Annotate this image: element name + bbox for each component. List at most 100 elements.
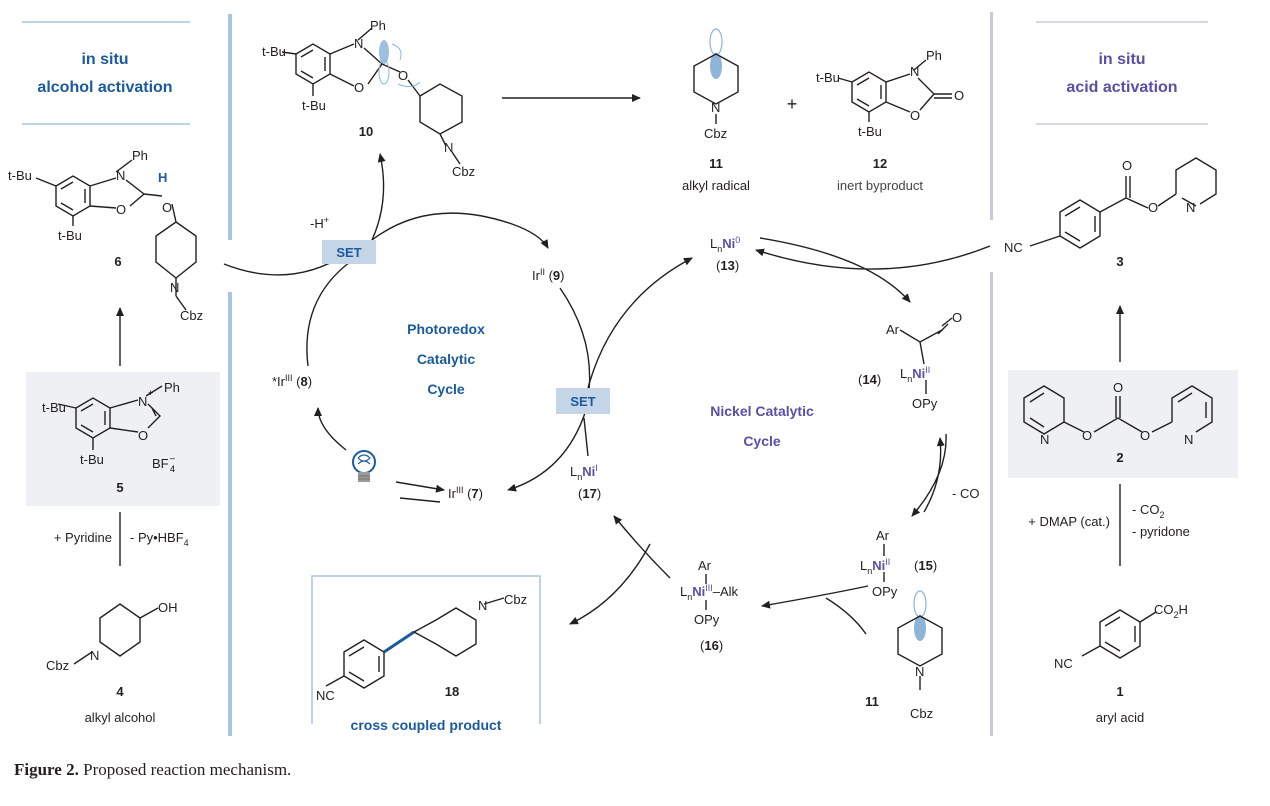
svg-text:Ar: Ar	[698, 558, 712, 573]
ni-complex-15: Ar LnNiII OPy	[860, 528, 898, 599]
set-box-1	[322, 240, 376, 264]
set-box-2	[556, 388, 610, 414]
arrow-set-to-ir9	[371, 212, 549, 249]
svg-text:N: N	[170, 280, 179, 295]
right-panel-title-line1: in situ	[1098, 51, 1145, 68]
arc-ir8-to-set	[306, 261, 351, 367]
compound-2: N O O O N	[1023, 380, 1213, 447]
svg-text:+: +	[148, 388, 153, 398]
compound-12-label: 12	[873, 156, 887, 171]
svg-text:N: N	[1184, 432, 1193, 447]
ni0-label: LnNi0	[710, 235, 740, 254]
compound-2-label: 2	[1116, 450, 1123, 465]
svg-text:Cbz: Cbz	[504, 592, 527, 607]
compound-3-label: 3	[1116, 254, 1123, 269]
ir7-label: IrIII (7)	[448, 485, 483, 501]
light-bulb-icon	[352, 450, 376, 482]
svg-text:O: O	[1082, 428, 1092, 443]
svg-text:t-Bu: t-Bu	[58, 228, 82, 243]
svg-text:O: O	[952, 310, 962, 325]
svg-text:BF: BF	[152, 456, 169, 471]
svg-text:O: O	[354, 80, 364, 95]
arrow-3-to-ni0	[755, 245, 991, 270]
figure-caption: Figure 2. Proposed reaction mechanism.	[14, 760, 291, 780]
compound-18-label: 18	[445, 684, 459, 699]
svg-text:N: N	[1040, 432, 1049, 447]
arrow-16-to-18	[569, 543, 651, 625]
photoredox-line1: Photoredox	[407, 321, 485, 337]
arrow-light-to-ir7	[395, 481, 445, 493]
arrow-set-to-10	[371, 153, 386, 241]
svg-text:Cbz: Cbz	[180, 308, 203, 323]
svg-text:4: 4	[170, 464, 175, 474]
compound-12: t-Bu t-Bu Ph N O O	[816, 48, 964, 139]
ir9-label: IrII (9)	[532, 267, 565, 283]
minus-co-label: - CO	[952, 486, 979, 501]
set-label-1: SET	[336, 245, 361, 260]
compound-11-bottom-label: 11	[865, 694, 879, 709]
svg-text:N: N	[444, 140, 453, 155]
svg-text:Cbz: Cbz	[704, 126, 727, 141]
figure-caption-text: Proposed reaction mechanism.	[83, 760, 292, 779]
svg-text:–: –	[170, 453, 175, 463]
compound-18: NC N Cbz	[316, 592, 527, 703]
svg-text:N: N	[1186, 200, 1195, 215]
svg-text:O: O	[1113, 380, 1123, 395]
svg-text:Ph: Ph	[926, 48, 942, 63]
svg-text:NC: NC	[1004, 240, 1023, 255]
right-panel-title-line2: acid activation	[1066, 79, 1177, 96]
svg-text:t-Bu: t-Bu	[858, 124, 882, 139]
svg-text:NC: NC	[1054, 656, 1073, 671]
arrow-light-back	[399, 497, 441, 503]
compound-1-caption: aryl acid	[1096, 710, 1144, 725]
svg-text:N: N	[711, 100, 720, 115]
svg-text:t-Bu: t-Bu	[80, 452, 104, 467]
svg-text:t-Bu: t-Bu	[816, 70, 840, 85]
right-divider	[990, 12, 993, 220]
ir8-label: *IrIII (8)	[272, 373, 312, 389]
compound-10-label: 10	[359, 124, 373, 139]
compound-5-box	[26, 372, 220, 506]
svg-text:O: O	[910, 108, 920, 123]
minus-h-label: -H+	[310, 215, 329, 231]
arrow-ni0-to-14	[759, 237, 911, 303]
compound-11-top-label: 11	[709, 156, 723, 171]
svg-text:OPy: OPy	[912, 396, 938, 411]
figure-caption-label: Figure 2.	[14, 760, 79, 779]
reagent-minus-pyridone: - pyridone	[1132, 524, 1190, 539]
svg-text:O: O	[116, 202, 126, 217]
svg-text:CO2H: CO2H	[1154, 602, 1188, 620]
svg-text:O: O	[1140, 428, 1150, 443]
photoredox-line3: Cycle	[427, 381, 465, 397]
svg-text:NC: NC	[316, 688, 335, 703]
svg-text:N: N	[116, 168, 125, 183]
svg-text:Cbz: Cbz	[910, 706, 933, 721]
left-panel-title-line2: alcohol activation	[37, 79, 172, 96]
svg-text:O: O	[1148, 200, 1158, 215]
compound-11-top: N Cbz	[693, 28, 739, 141]
svg-text:t-Bu: t-Bu	[302, 98, 326, 113]
ni17-label: LnNiI	[570, 463, 598, 482]
arrow-ni17-to-set2	[583, 417, 589, 457]
compound-10: t-Bu t-Bu Ph N O O N Cbz	[262, 18, 475, 179]
arrow-15-to-14	[923, 437, 945, 513]
svg-text:O: O	[954, 88, 964, 103]
arrow-16-to-17	[613, 515, 671, 579]
compound-3: NC O O N	[1004, 157, 1217, 255]
product-box	[311, 575, 541, 724]
arrow-set2-to-ni0	[587, 257, 693, 389]
compound-6-label: 6	[114, 254, 121, 269]
compound-4-caption: alkyl alcohol	[85, 710, 156, 725]
ni0-number: (13)	[716, 258, 739, 273]
nickel-line2: Cycle	[743, 433, 781, 449]
compound-4: OH N Cbz	[46, 600, 178, 673]
svg-text:Ar: Ar	[886, 322, 900, 337]
svg-text:O: O	[398, 68, 408, 83]
svg-text:LnNiIII–Alk: LnNiIII–Alk	[680, 583, 739, 602]
svg-text:t-Bu: t-Bu	[262, 44, 286, 59]
ni15-number: (15)	[914, 558, 937, 573]
svg-text:N: N	[354, 36, 363, 51]
svg-text:t-Bu: t-Bu	[8, 168, 32, 183]
compound-1: NC CO2H	[1054, 602, 1188, 671]
nickel-line1: Nickel Catalytic	[710, 403, 814, 419]
